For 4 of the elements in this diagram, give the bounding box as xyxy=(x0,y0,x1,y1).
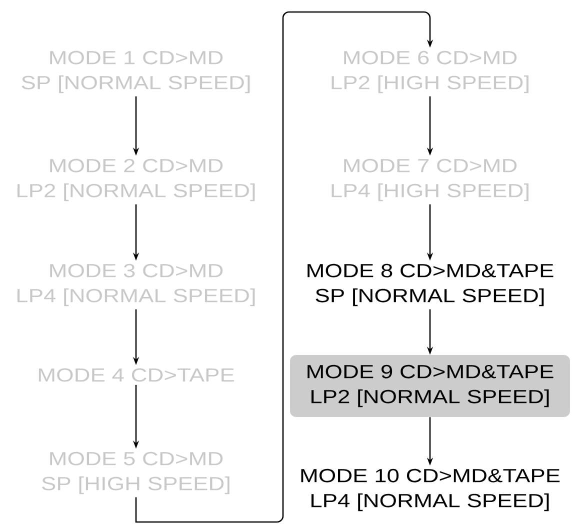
mode-label: MODE 10 CD>MD&TAPE LP4 [NORMAL SPEED] xyxy=(301,468,560,512)
highlighted-mode-box: MODE 9 CD>MD&TAPE LP2 [NORMAL SPEED] xyxy=(290,355,570,417)
arrow xyxy=(135,11,434,523)
mode-label: MODE 8 CD>MD&TAPE SP [NORMAL SPEED] xyxy=(308,264,554,306)
